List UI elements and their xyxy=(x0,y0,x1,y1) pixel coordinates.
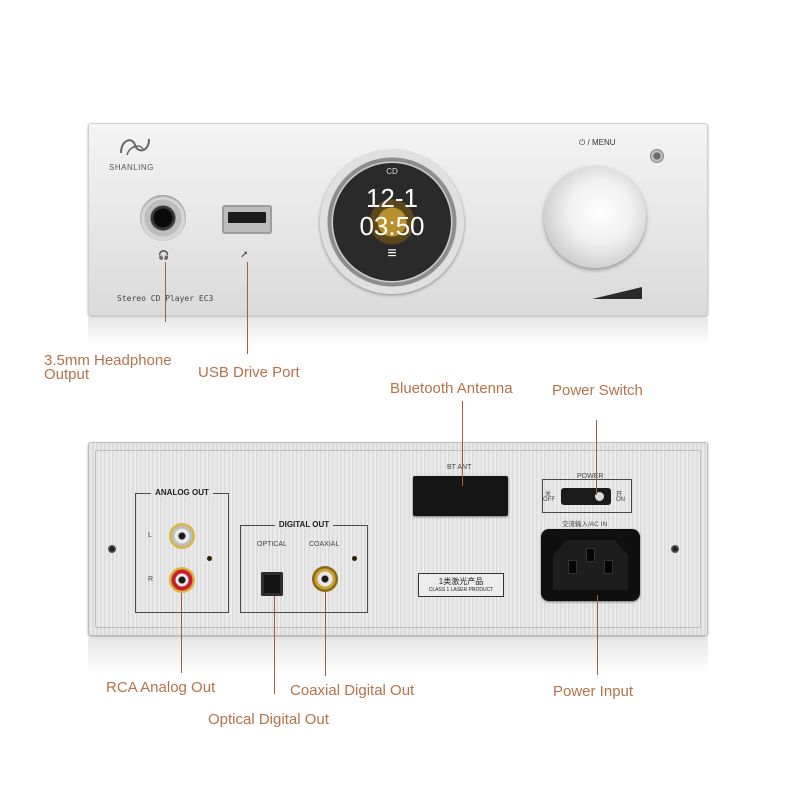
callout-coaxial: Coaxial Digital Out xyxy=(290,682,415,699)
screen-track: 12-1 xyxy=(365,183,419,213)
power-switch[interactable] xyxy=(561,488,611,505)
callout-headphone: 3.5mm Headphone Output xyxy=(44,352,172,383)
on-label: ON xyxy=(616,497,625,503)
callout-line-power-switch xyxy=(596,420,597,495)
callout-line-optical xyxy=(274,596,275,694)
on-cn-label: 开 xyxy=(616,492,623,498)
digital-out-group: DIGITAL OUT xyxy=(240,520,368,613)
ac-in-label: 交流输入/AC IN xyxy=(562,521,608,528)
volume-knob[interactable] xyxy=(544,166,646,268)
headphone-icon: 🎧 xyxy=(158,250,170,260)
usb-port xyxy=(222,205,272,234)
callout-power-input: Power Input xyxy=(553,683,634,700)
callout-optical: Optical Digital Out xyxy=(208,711,329,728)
menu-label: ⏻ / MENU xyxy=(579,138,616,147)
callout-line-coaxial xyxy=(325,590,326,676)
callout-line-usb xyxy=(247,262,248,354)
optical-port xyxy=(261,572,283,596)
screen-source: CD xyxy=(386,167,398,176)
optical-label: OPTICAL xyxy=(257,541,287,548)
callout-line-bluetooth xyxy=(462,401,463,486)
callout-line-headphone xyxy=(165,262,166,322)
brand-name: SHANLING xyxy=(109,163,154,172)
callout-line-rca xyxy=(181,593,182,673)
callout-power-switch: Power Switch xyxy=(552,382,643,399)
callout-bluetooth: Bluetooth Antenna xyxy=(390,380,513,397)
laser-product-label: 1类激光产品 CLASS 1 LASER PRODUCT xyxy=(418,573,504,597)
callout-headphone-line2: Output xyxy=(44,366,90,383)
power-label: POWER xyxy=(577,473,604,480)
display-screen: CD 12-1 03:50 ≡ xyxy=(333,163,451,281)
channel-l-label: L xyxy=(148,532,152,539)
power-switch-frame xyxy=(542,479,632,513)
front-panel-reflection xyxy=(88,318,708,346)
off-label: OFF xyxy=(543,497,555,503)
laser-label-en: CLASS 1 LASER PRODUCT xyxy=(428,587,494,593)
screen-time: 03:50 xyxy=(359,211,425,241)
shanling-logo-icon xyxy=(120,138,150,156)
off-cn-label: 关 xyxy=(545,492,552,498)
callout-line-power-input xyxy=(597,595,598,675)
screw-left-icon xyxy=(108,545,116,553)
rca-left-jack xyxy=(169,523,195,549)
callout-headphone-line1: 3.5mm Headphone xyxy=(44,352,172,369)
analog-out-group: ANALOG OUT xyxy=(135,488,229,613)
usb-icon: ⭧ xyxy=(241,250,248,261)
back-panel-reflection xyxy=(88,638,708,674)
indicator-dot xyxy=(352,556,357,561)
menu-icon: ≡ xyxy=(387,245,397,262)
inlet-pin xyxy=(586,548,595,562)
coaxial-jack xyxy=(312,566,338,592)
screw-right-icon xyxy=(671,545,679,553)
callout-usb: USB Drive Port xyxy=(198,364,300,381)
coaxial-label: COAXIAL xyxy=(309,541,340,548)
analog-out-title: ANALOG OUT xyxy=(151,488,213,497)
indicator-dot xyxy=(207,556,212,561)
rca-right-jack xyxy=(169,567,195,593)
bluetooth-antenna-connector xyxy=(413,476,508,516)
digital-out-title: DIGITAL OUT xyxy=(274,520,334,529)
callout-rca: RCA Analog Out xyxy=(106,679,216,696)
power-led-icon xyxy=(650,149,664,163)
front-wedge-icon xyxy=(592,287,642,299)
bt-ant-label: BT ANT xyxy=(447,464,472,471)
headphone-jack xyxy=(140,195,186,241)
inlet-pin xyxy=(604,560,613,574)
channel-r-label: R xyxy=(148,576,154,583)
inlet-pin xyxy=(568,560,577,574)
laser-label-cn: 1类激光产品 xyxy=(438,577,484,586)
